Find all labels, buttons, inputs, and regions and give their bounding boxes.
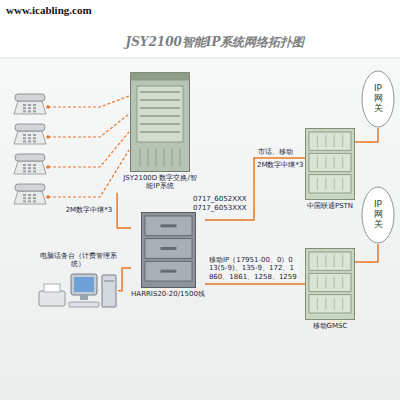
telephone-icon [14, 184, 46, 204]
gateway-label: IP网关 [374, 84, 383, 114]
telephone-icon [14, 124, 46, 144]
panel-edge [0, 58, 400, 59]
gateway-oval: IP网关 [361, 70, 395, 128]
node-label: 中国联通PSTN [307, 202, 353, 210]
phone-wire [48, 132, 129, 167]
wire-dot [46, 165, 50, 169]
phone-wire [48, 96, 129, 107]
diagram-title: JSY2100智能IP系统网络拓扑图 [20, 34, 400, 51]
gateway-label: IP网关 [374, 200, 383, 230]
trunk-line [205, 283, 305, 285]
exchange-cabinet: HARRIS20-20/1500线 [131, 212, 205, 300]
edge-label: 市话、移动 [257, 148, 294, 156]
carrier-cabinet: 移动GMSC [305, 248, 355, 332]
trunk-label: 2M数字中继*3 [257, 161, 303, 169]
trunk-line [117, 193, 131, 228]
switch-cabinet-figure [130, 72, 190, 172]
trunk-line [355, 128, 378, 142]
wire-dot [46, 135, 50, 139]
trunk-line [355, 244, 378, 262]
node-label: 电脑话务台（计费管理系统） [38, 252, 118, 269]
operator-console-figure [38, 271, 118, 311]
wire-dot [46, 105, 50, 109]
gateway-oval: IP网关 [361, 186, 395, 244]
number-range: 0717_6053XXX [193, 204, 247, 212]
wire-dot [46, 195, 50, 199]
phone-wire [48, 114, 129, 137]
node-label: JSY2100D 数字交换/智能IP系统 [121, 174, 199, 191]
node-label: HARRIS20-20/1500线 [131, 290, 205, 298]
panel-ground [0, 58, 400, 400]
operator-console: 电脑话务台（计费管理系统） [38, 250, 118, 311]
node-label: 移动GMSC [313, 322, 348, 330]
trunk-line [118, 268, 131, 291]
telephone-icon [14, 154, 46, 174]
carrier-cabinet: 中国联通PSTN [305, 128, 355, 212]
carrier-cabinet-figure [305, 248, 355, 320]
telephone-group [14, 94, 129, 204]
watermark: www.icabling.com [6, 4, 92, 17]
switch-cabinet: JSY2100D 数字交换/智能IP系统 [121, 72, 199, 193]
edge-label: 移动IP（17951-00、0）013(5-9)、135-9、172、1860、… [208, 256, 298, 281]
telephone-icon [14, 94, 46, 114]
number-range: 0717_6052XXX [193, 195, 247, 203]
exchange-cabinet-figure [141, 212, 196, 288]
edge-label: 2M数字中继*3 [65, 206, 113, 214]
phone-wire [48, 150, 129, 197]
carrier-cabinet-figure [305, 128, 355, 200]
